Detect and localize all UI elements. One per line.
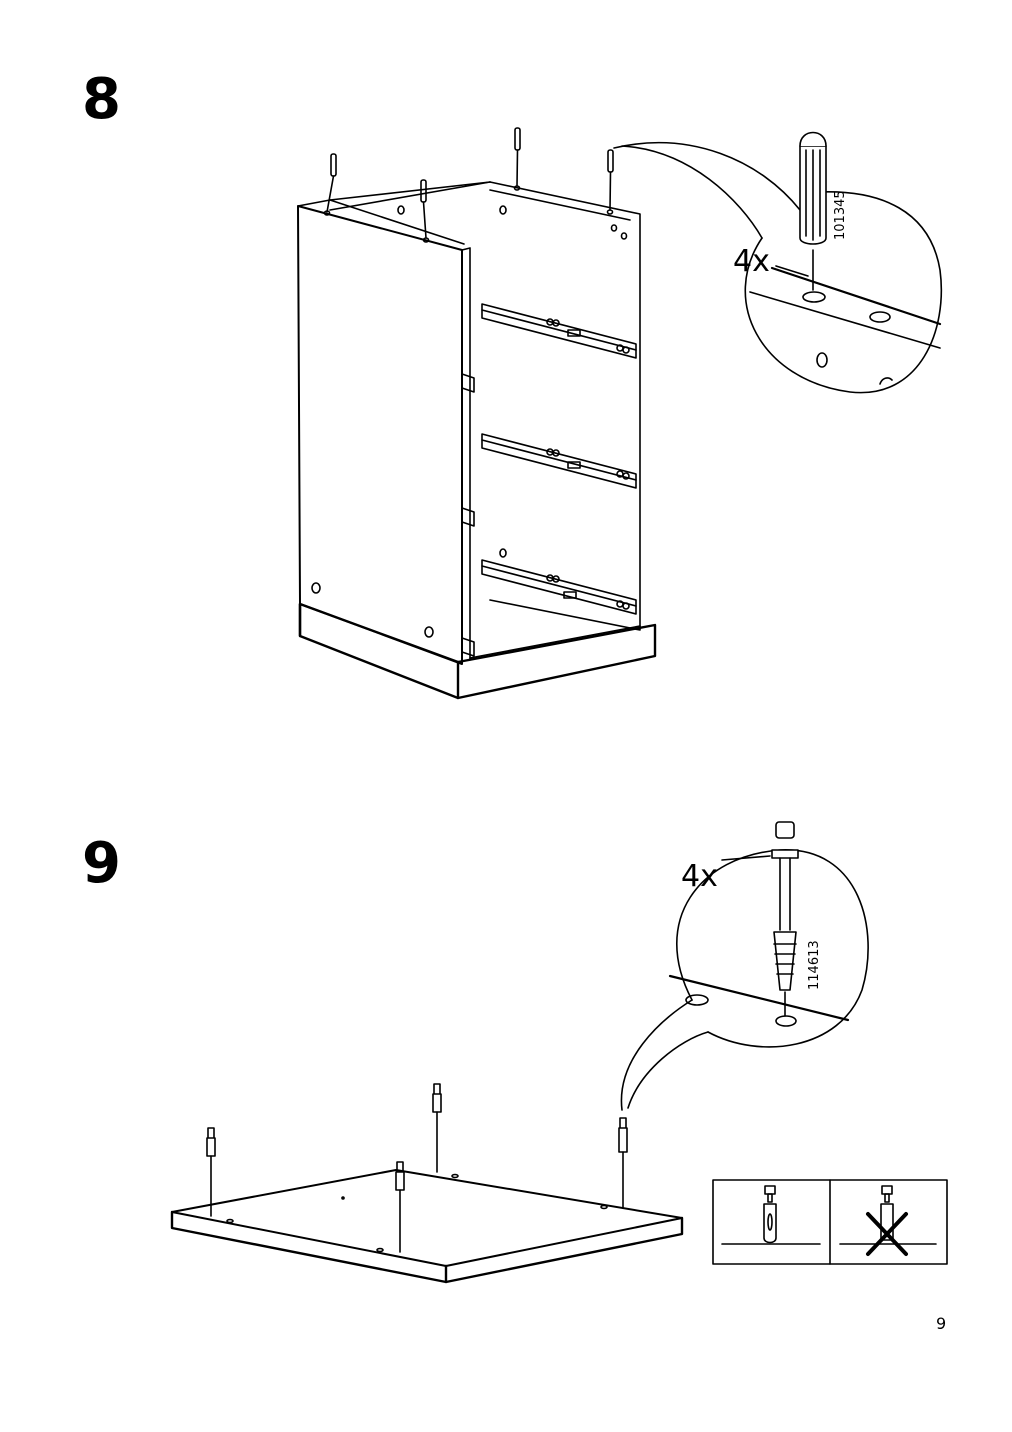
step-8-quantity: 4x [733,244,770,279]
cabinet-frame-illustration [297,181,657,700]
drawer-runner-bottom [481,559,637,615]
bolt-partially-inserted-crossed-icon [839,1185,937,1256]
insertion-guide [712,1179,948,1265]
step-9-number: 9 [82,831,121,896]
step-8-number: 8 [82,67,121,132]
page-number: 9 [936,1314,947,1333]
wooden-dowel-icon [326,127,614,239]
top-panel-illustration [170,1169,684,1284]
step-8-detail-callout [613,131,943,394]
step-9-detail-callout [620,821,869,1111]
drawer-runner-middle [481,433,637,489]
drawer-runner-top [481,303,637,359]
bolt-fully-inserted-icon [721,1185,821,1245]
cam-lock-bolt-icon [206,1083,628,1253]
